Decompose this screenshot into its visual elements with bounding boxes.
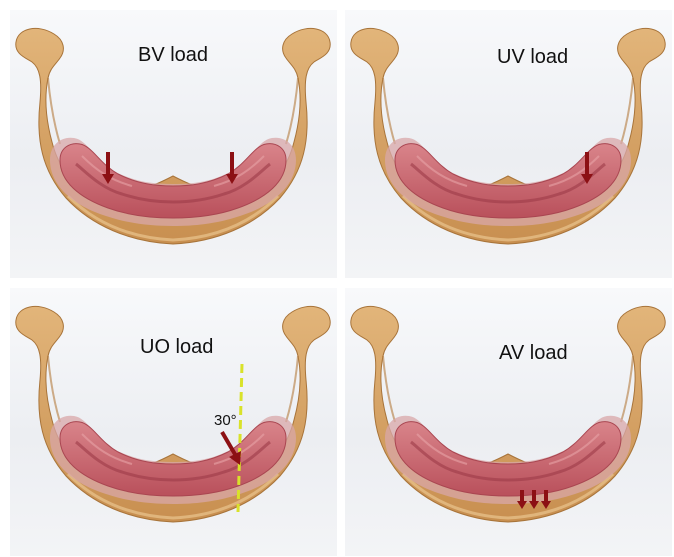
angle-label: 30° [214,412,237,429]
mandible-diagram-uo [10,288,337,556]
panel-av-load: AV load [345,288,672,556]
panel-uv-load: UV load [345,10,672,278]
panel-label-uv: UV load [497,46,568,69]
panel-bv-load: BV load [10,10,337,278]
panel-label-bv: BV load [138,44,208,67]
panel-uo-load: UO load 30° [10,288,337,556]
panel-label-av: AV load [499,342,568,365]
mandible-diagram-av [345,288,672,556]
panel-label-uo: UO load [140,336,213,359]
